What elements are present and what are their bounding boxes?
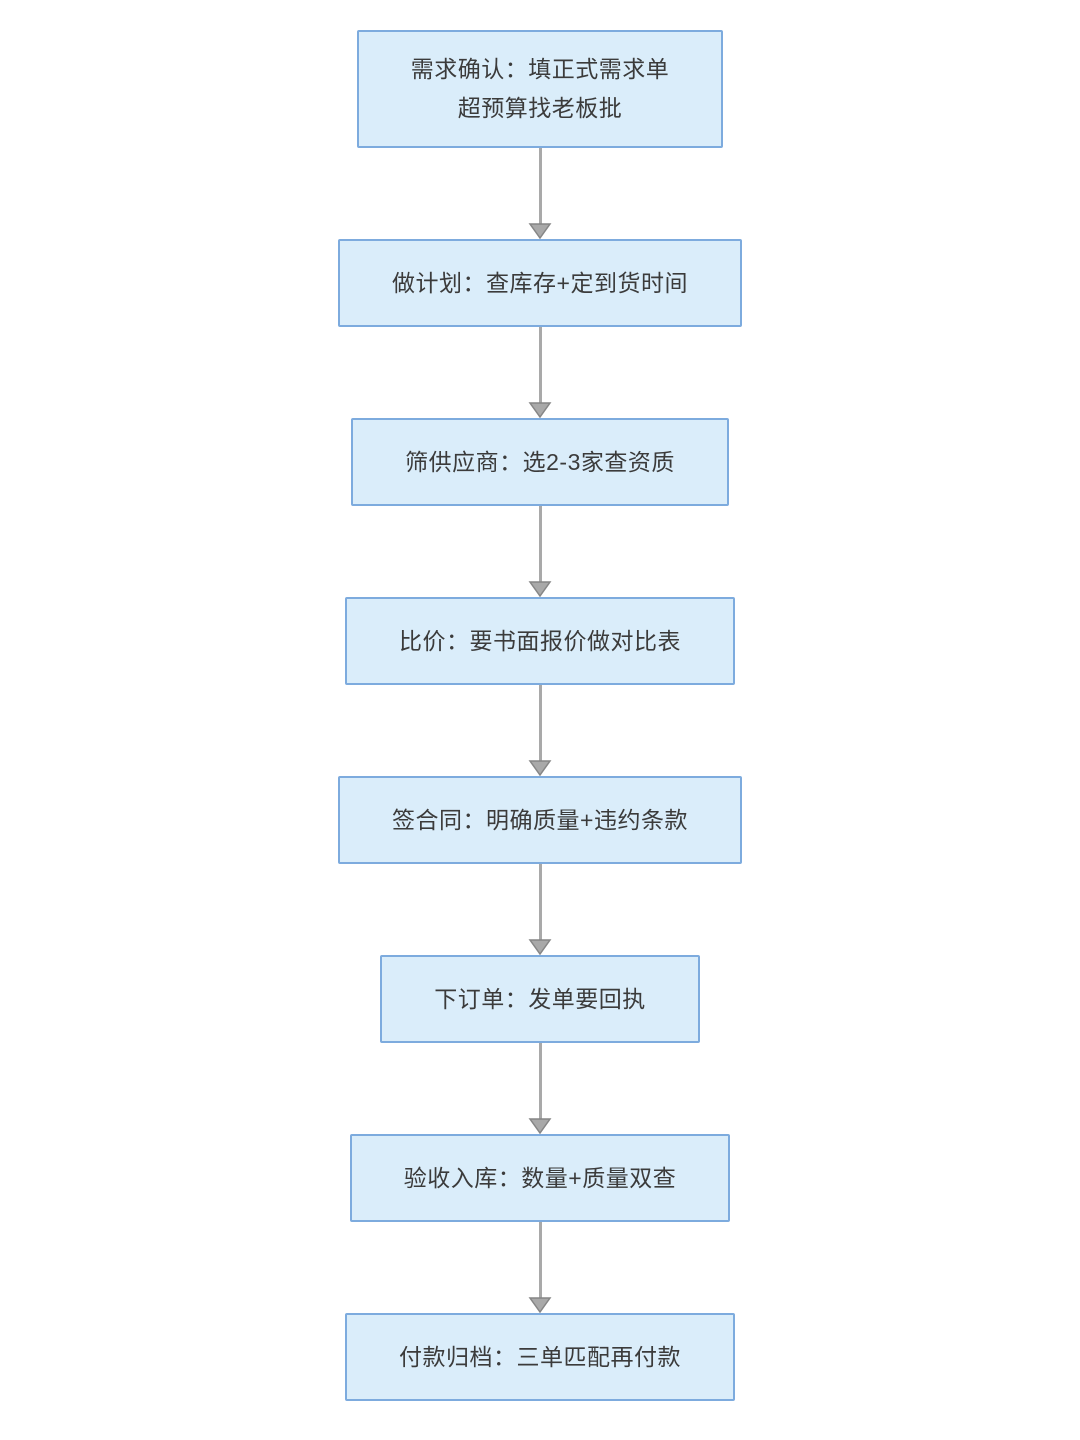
node-text-line: 下订单：发单要回执 bbox=[434, 985, 646, 1012]
node-text-line: 筛供应商：选2-3家查资质 bbox=[405, 448, 675, 475]
arrow-line bbox=[538, 1222, 542, 1298]
flow-connector bbox=[528, 327, 552, 418]
arrow-line bbox=[538, 685, 542, 761]
flow-node-planning: 做计划：查库存+定到货时间 bbox=[338, 239, 742, 327]
flow-connector bbox=[528, 864, 552, 955]
flow-connector bbox=[528, 685, 552, 776]
arrow-line bbox=[538, 864, 542, 940]
flow-node-contract-signing: 签合同：明确质量+违约条款 bbox=[338, 776, 742, 864]
flow-connector bbox=[528, 1222, 552, 1313]
flow-node-receiving-inspection: 验收入库：数量+质量双查 bbox=[349, 1134, 731, 1222]
flow-node-supplier-screening: 筛供应商：选2-3家查资质 bbox=[351, 418, 729, 506]
flow-node-order-placement: 下订单：发单要回执 bbox=[380, 955, 700, 1043]
arrow-line bbox=[538, 148, 542, 224]
node-text-line: 比价：要书面报价做对比表 bbox=[399, 627, 681, 654]
arrow-line bbox=[538, 327, 542, 403]
flow-node-payment-archiving: 付款归档：三单匹配再付款 bbox=[345, 1313, 735, 1401]
arrow-down-icon bbox=[528, 760, 552, 776]
arrow-line bbox=[538, 1043, 542, 1119]
node-text-line: 付款归档：三单匹配再付款 bbox=[399, 1343, 681, 1370]
flow-connector bbox=[528, 148, 552, 239]
flow-connector bbox=[528, 506, 552, 597]
node-text-line: 验收入库：数量+质量双查 bbox=[403, 1164, 677, 1191]
flow-node-price-comparison: 比价：要书面报价做对比表 bbox=[345, 597, 735, 685]
arrow-down-icon bbox=[528, 402, 552, 418]
arrow-down-icon bbox=[528, 223, 552, 239]
arrow-down-icon bbox=[528, 1297, 552, 1313]
arrow-down-icon bbox=[528, 939, 552, 955]
flow-connector bbox=[528, 1043, 552, 1134]
node-text-line: 签合同：明确质量+违约条款 bbox=[392, 806, 688, 833]
arrow-down-icon bbox=[528, 581, 552, 597]
arrow-down-icon bbox=[528, 1118, 552, 1134]
flow-node-requirement-confirmation: 需求确认：填正式需求单 超预算找老板批 bbox=[356, 30, 724, 148]
arrow-line bbox=[538, 506, 542, 582]
node-text-line: 做计划：查库存+定到货时间 bbox=[392, 269, 688, 296]
node-text-line: 需求确认：填正式需求单 bbox=[410, 56, 670, 82]
node-text-line: 超预算找老板批 bbox=[457, 95, 623, 121]
